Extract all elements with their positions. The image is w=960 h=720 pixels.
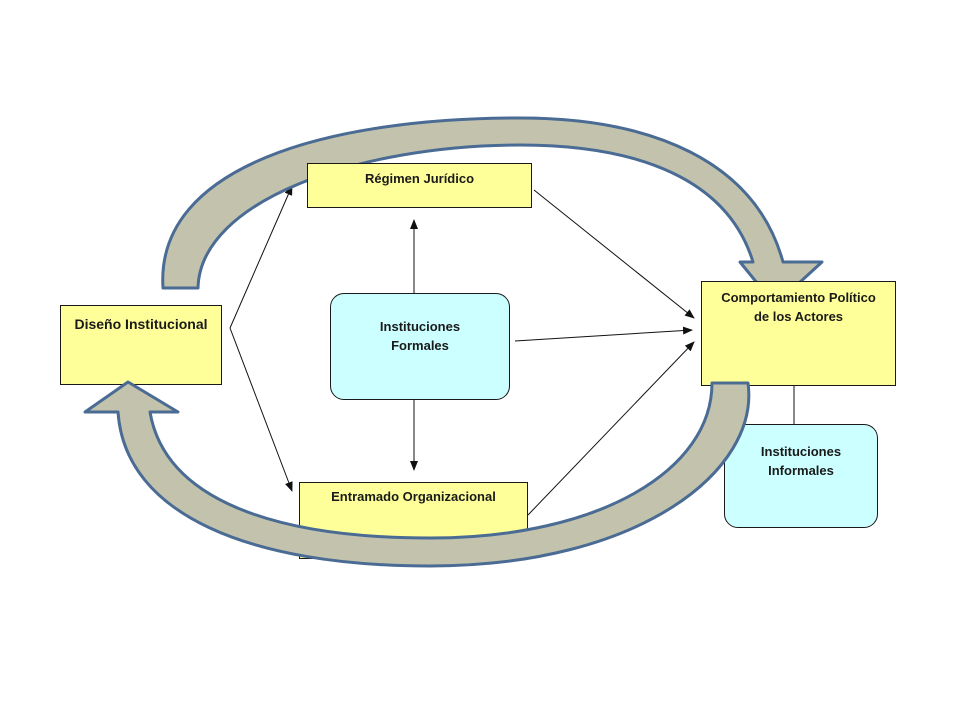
- instituciones-informales-box: Instituciones Informales: [724, 424, 878, 528]
- edge-regimen-comportamiento: [533, 189, 695, 319]
- instituciones-formales-box: Instituciones Formales: [330, 293, 510, 400]
- entramado-organizacional-box: Entramado Organizacional: [299, 482, 528, 559]
- edge-entramado-comportamiento: [527, 341, 695, 516]
- edge-diseno-entramado: [229, 327, 293, 492]
- regimen-juridico-box: Régimen Jurídico: [307, 163, 532, 208]
- instituciones-informales-label: Instituciones Informales: [760, 444, 842, 478]
- diseno-institucional-box: Diseño Institucional: [60, 305, 222, 385]
- comportamiento-politico-label: Comportamiento Político de los Actores: [721, 290, 876, 324]
- edge-formales-comportamiento: [514, 326, 693, 342]
- instituciones-formales-label: Instituciones Formales: [379, 318, 461, 353]
- regimen-juridico-label: Régimen Jurídico: [364, 171, 475, 186]
- comportamiento-politico-box: Comportamiento Político de los Actores: [701, 281, 896, 386]
- entramado-organizacional-label: Entramado Organizacional: [331, 489, 496, 504]
- edge-diseno-regimen: [229, 185, 293, 329]
- diseno-institucional-label: Diseño Institucional: [74, 316, 208, 332]
- cycle-arrow-top: [161, 116, 824, 307]
